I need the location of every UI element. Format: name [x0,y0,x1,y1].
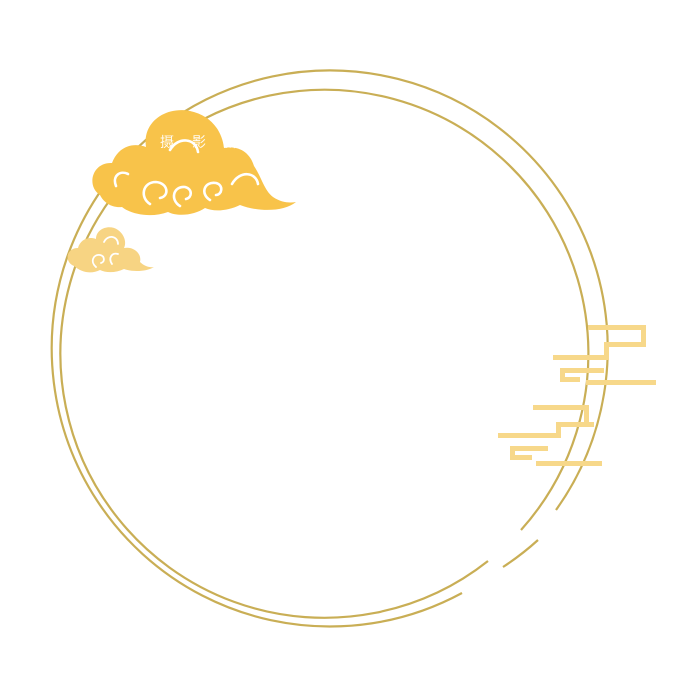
small-cloud-icon [67,227,154,273]
scroll-pattern-icon [498,325,656,466]
large-cloud-icon [92,110,297,216]
watermark-char-3: 新 [223,135,237,151]
watermark-char-2: 影 [192,135,206,151]
outer-ring-dash [502,539,539,568]
watermark-char-1: 摄 [160,135,174,151]
